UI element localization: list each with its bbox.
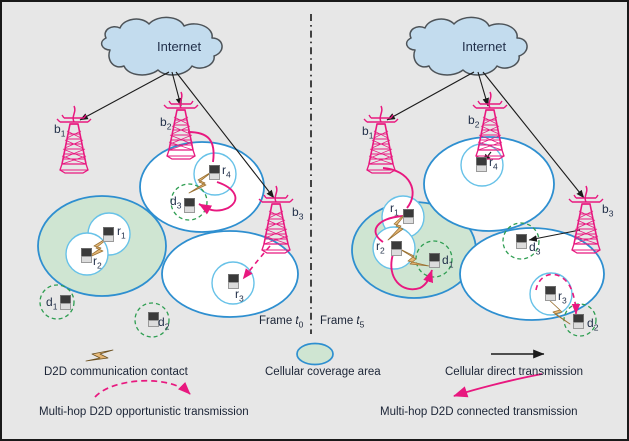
link-cloud-b1-left [79, 71, 170, 121]
base-station-b1-left[interactable] [56, 105, 92, 174]
label-r4-left: r4 [222, 163, 231, 180]
link-cloud-b3-right [482, 71, 585, 199]
legend-label-opportunistic-tx: Multi-hop D2D opportunistic transmission [39, 406, 249, 418]
legend-label-d2d-contact: D2D communication contact [44, 366, 188, 378]
legend-icon-lightning-bolt [85, 349, 114, 362]
label-r4-right: r4 [489, 155, 498, 172]
device-cell-d3-right [502, 222, 540, 260]
path-r4-d3-left [198, 181, 237, 215]
label-d2-left: d2 [158, 315, 170, 332]
legend-icon-pink-dashed-arrow [94, 379, 191, 398]
cloud-label-left: Internet [157, 39, 202, 54]
path-r2-d1-right [390, 253, 434, 291]
cloud-label-right: Internet [462, 39, 507, 54]
label-d1-right: d1 [442, 253, 454, 270]
internet-cloud-left [100, 16, 223, 76]
device-icon-d2-right [573, 314, 584, 329]
device-icon-r2-left [81, 248, 92, 263]
label-b3-right: b3 [602, 202, 614, 219]
label-r3-left: r3 [235, 287, 244, 304]
label-r1-left: r1 [117, 224, 126, 241]
device-cell-d1-left [39, 284, 75, 320]
legend-icon-coverage-ellipse [296, 342, 334, 366]
d2d-bolt-r1-r2-right [387, 211, 408, 241]
label-b2-left: b2 [160, 115, 172, 132]
device-icon-r4-right [476, 157, 487, 172]
label-d1-left: d1 [46, 295, 58, 312]
path-b2-r4-left [187, 131, 215, 163]
label-r2-left: r2 [93, 254, 102, 271]
frame-label-t5: Frame t5 [320, 315, 365, 330]
device-icon-r2-right [391, 241, 402, 256]
device-icon-r3-right [545, 286, 556, 301]
label-d3-left: d3 [170, 194, 182, 211]
frame-label-t0: Frame t0 [259, 315, 304, 330]
label-b2-right: b2 [468, 113, 480, 130]
path-r1-r2-right [374, 215, 404, 243]
d2d-bolt-r3-d2-right [546, 297, 571, 325]
device-icon-d3-right [516, 234, 527, 249]
device-icon-r4-left [209, 165, 220, 180]
device-cell-d2-left [134, 302, 170, 338]
link-cloud-b2-left [171, 71, 183, 107]
internet-cloud-right [405, 16, 528, 76]
label-d3-right: d3 [529, 240, 541, 257]
legend-label-coverage-area: Cellular coverage area [265, 366, 381, 378]
device-icon-d3-left [184, 198, 195, 213]
device-icon-d2-left [148, 312, 159, 327]
device-icon-r3-left [228, 274, 239, 289]
link-b3-d3-right [528, 229, 581, 242]
label-b1-right: b1 [362, 124, 374, 141]
label-r2-right: r2 [376, 239, 385, 256]
label-r1-right: r1 [390, 201, 399, 218]
label-d2-right: d2 [587, 316, 599, 333]
link-cloud-b1-right [386, 71, 475, 121]
label-b1-left: b1 [54, 122, 66, 139]
device-cell-d3-left [170, 183, 208, 221]
path-b1-r1-right [382, 167, 414, 209]
label-r3-right: r3 [558, 289, 567, 306]
device-icon-d1-right [429, 253, 440, 268]
link-cloud-b2-right [477, 71, 489, 107]
legend-icon-pink-solid-arrow [453, 373, 543, 398]
device-icon-r1-right [403, 209, 414, 224]
device-icon-d1-left [60, 295, 71, 310]
link-cloud-b3-left [175, 71, 275, 199]
path-b3-r3-left [242, 245, 271, 280]
label-b3-left: b3 [292, 205, 304, 222]
d2d-bolt-r4-d3-left [188, 170, 214, 194]
legend-label-connected-tx: Multi-hop D2D connected transmission [380, 406, 578, 418]
device-icon-r1-left [103, 227, 114, 242]
legend-label-direct-tx: Cellular direct transmission [445, 366, 584, 378]
